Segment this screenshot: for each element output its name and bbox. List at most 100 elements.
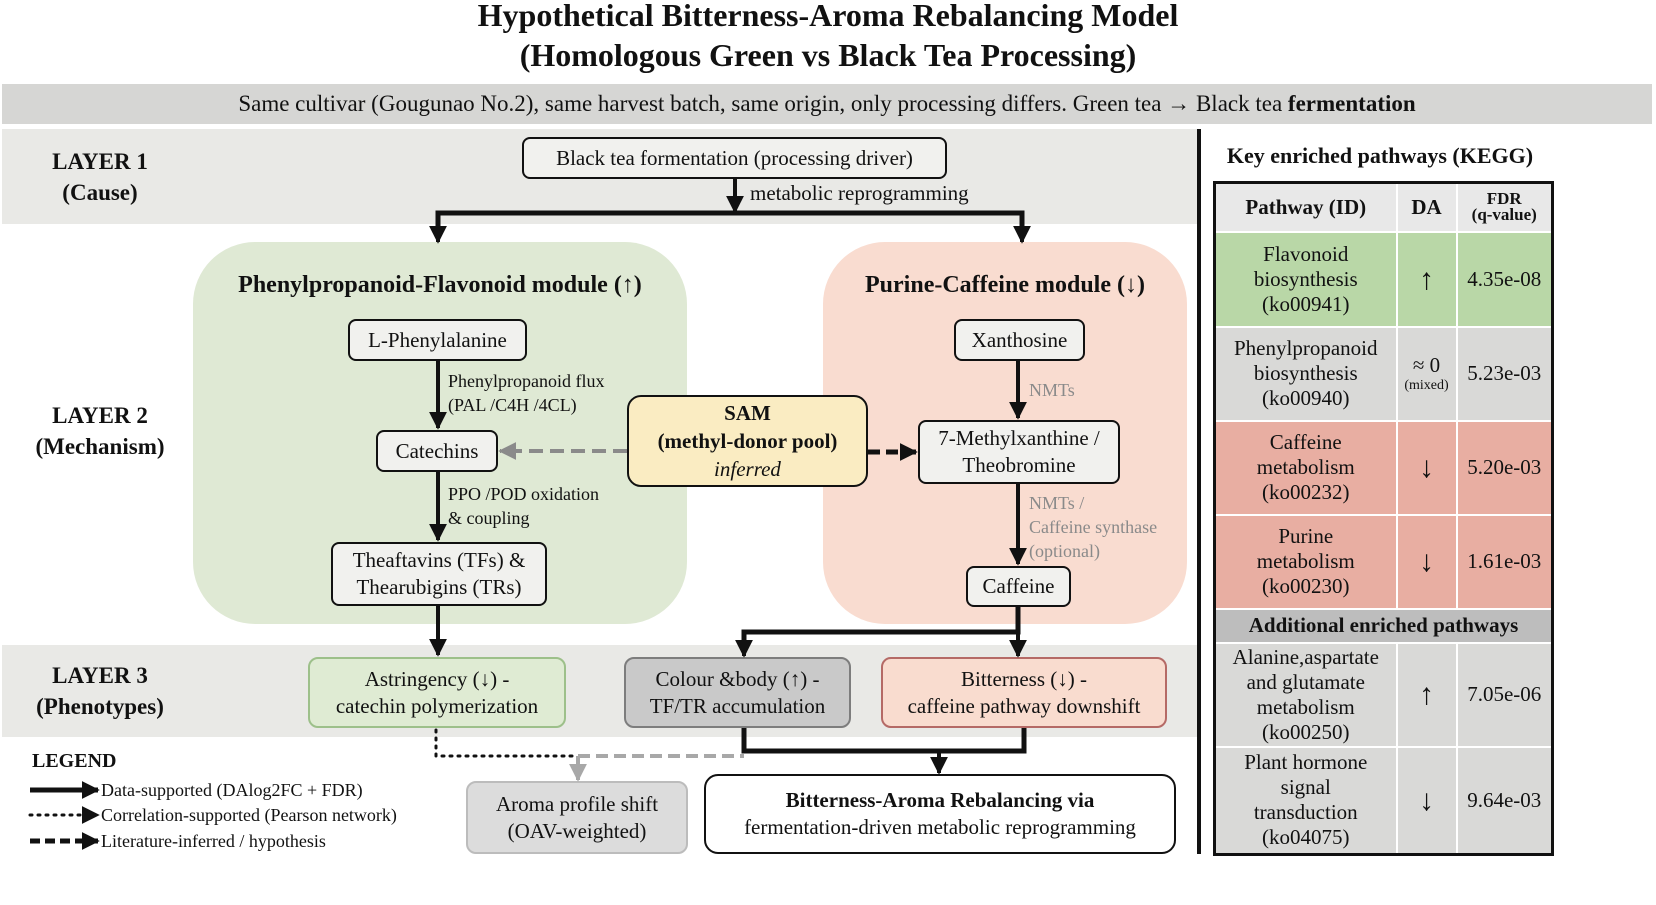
- fermentation-driver-node: Black tea formentation (processing drive…: [522, 137, 947, 179]
- catechins-label: Catechins: [395, 438, 479, 463]
- pathway-name-line: Flavonoid: [1263, 241, 1349, 266]
- caffeine-node: Caffeine: [966, 566, 1071, 607]
- l-phenylalanine-node: L-Phenylalanine: [348, 319, 527, 361]
- pathway-name-line: metabolism: [1256, 455, 1355, 479]
- catechins-node: Catechins: [376, 430, 498, 472]
- layer3-label: LAYER 3 (Phenotypes): [20, 660, 180, 722]
- up-arrow-icon: ↑: [1419, 262, 1434, 296]
- rebalancing-outcome-node: Bitterness-Aroma Rebalancing via ferment…: [704, 774, 1176, 854]
- aroma-line2: (OAV-weighted): [507, 818, 647, 843]
- legend-solid-label: Data-supported (DAlog2FC + FDR): [101, 780, 363, 800]
- astringency-phenotype: Astringency (↓) - catechin polymerizatio…: [308, 657, 566, 728]
- up-arrow-icon: ↑: [1419, 678, 1434, 711]
- fdr-value-cell: 7.05e-06: [1455, 641, 1554, 748]
- thearubigins-label: Thearubigins (TRs): [356, 575, 522, 599]
- down-arrow-icon: ↓: [1419, 545, 1434, 578]
- pathway-name-line: (ko00940): [1262, 386, 1350, 410]
- header-fdr: FDR (q-value): [1455, 181, 1554, 233]
- da-note: (mixed): [1404, 378, 1449, 393]
- bitterness-line1: Bitterness (↓) -: [961, 666, 1087, 691]
- edge-label-line: PPO /POD oxidation: [448, 484, 600, 504]
- edge-label-line: (optional): [1029, 541, 1100, 561]
- edge-label-line: (PAL /C4H /4CL): [448, 395, 577, 415]
- fdr-value-cell: 5.23e-03: [1455, 325, 1554, 422]
- pathway-name-line: (ko00941): [1262, 291, 1350, 316]
- subtitle-text: Same cultivar (Gougunao No.2), same harv…: [238, 91, 1288, 116]
- colour-body-phenotype: Colour &body (↑) - TF/TR accumulation: [624, 657, 851, 728]
- pathway-name-line: biosynthesis: [1253, 266, 1358, 291]
- fdr-value-cell: 4.35e-08: [1455, 230, 1554, 328]
- fermentation-driver-label: Black tea formentation (processing drive…: [556, 145, 913, 170]
- layer1-role: (Cause): [62, 180, 138, 205]
- pathway-name-line: Plant hormone: [1244, 750, 1368, 775]
- pathway-name-line: signal: [1280, 775, 1331, 800]
- xanthosine-label: Xanthosine: [971, 327, 1068, 352]
- rebalancing-subtitle: fermentation-driven metabolic reprogramm…: [744, 815, 1136, 839]
- theobromine-label: Theobromine: [962, 453, 1076, 477]
- astringency-line1: Astringency (↓) -: [364, 666, 510, 691]
- pathway-name-line: Caffeine: [1269, 430, 1342, 454]
- sam-node: SAM (methyl-donor pool) inferred: [627, 395, 868, 487]
- panel-divider: [1197, 129, 1201, 854]
- da-direction-cell: ↑: [1395, 230, 1458, 328]
- kegg-table-title: Key enriched pathways (KEGG): [1226, 143, 1534, 168]
- legend-dashed-label: Literature-inferred / hypothesis: [101, 831, 326, 851]
- pathway-name-line: (ko00232): [1262, 480, 1350, 504]
- edge-label-line: Caffeine synthase: [1029, 517, 1158, 537]
- down-arrow-icon: ↓: [1419, 451, 1434, 484]
- xanthosine-node: Xanthosine: [954, 319, 1085, 361]
- fdr-value-cell: 9.64e-03: [1455, 745, 1554, 856]
- layer2-name: LAYER 2: [52, 403, 148, 428]
- layer1-name: LAYER 1: [52, 149, 148, 174]
- header-fdr-sub: (q-value): [1471, 205, 1537, 225]
- legend-dotted-label: Correlation-supported (Pearson network): [101, 805, 397, 825]
- astringency-line2: catechin polymerization: [335, 693, 539, 718]
- phenylpropanoid-flux-label: Phenylpropanoid flux (PAL /C4H /4CL): [448, 369, 604, 417]
- subtitle-bold: fermentation: [1287, 91, 1416, 116]
- edge-label-line: & coupling: [448, 508, 530, 528]
- layer1-label: LAYER 1 (Cause): [20, 146, 180, 208]
- da-value: ≈ 0: [1412, 353, 1441, 377]
- layer2-role: (Mechanism): [35, 434, 165, 459]
- layer3-name: LAYER 3: [52, 663, 148, 688]
- edge-label-line: Phenylpropanoid flux: [448, 371, 605, 391]
- flavonoid-module-title: Phenylpropanoid-Flavonoid module (↑): [238, 272, 642, 298]
- da-direction-cell: ≈ 0(mixed): [1395, 325, 1458, 422]
- theaflavins-thearubigins-node: Theaftavins (TFs) & Thearubigins (TRs): [331, 542, 547, 606]
- header-fdr-label: FDR: [1486, 189, 1522, 209]
- additional-pathways-heading: Additional enriched pathways: [1213, 607, 1554, 644]
- methylxanthine-theobromine-node: 7-Methylxanthine / Theobromine: [918, 420, 1120, 484]
- diagram-title-line2: (Homologous Green vs Black Tea Processin…: [519, 37, 1137, 73]
- pathway-name-line: and glutamate: [1246, 669, 1365, 694]
- pathway-name-line: transduction: [1253, 800, 1358, 825]
- bitterness-phenotype: Bitterness (↓) - caffeine pathway downsh…: [881, 657, 1167, 728]
- sam-subtitle: (methyl-donor pool): [657, 429, 838, 453]
- da-direction-cell: ↑: [1395, 641, 1458, 748]
- pathway-name-line: (ko00230): [1262, 574, 1350, 598]
- pathway-name-line: biosynthesis: [1253, 361, 1358, 385]
- bitterness-line2: caffeine pathway downshift: [907, 693, 1141, 718]
- diagram-title-line1: Hypothetical Bitterness-Aroma Rebalancin…: [477, 0, 1179, 33]
- layer3-role: (Phenotypes): [36, 694, 164, 719]
- pathway-name-line: (ko00250): [1262, 719, 1350, 744]
- kegg-section-row: Additional enriched pathways: [1213, 607, 1554, 644]
- metabolic-reprogramming-label: metabolic reprogramming: [750, 181, 969, 205]
- da-direction-cell: ↓: [1395, 745, 1458, 856]
- da-direction-cell: ↓: [1395, 419, 1458, 516]
- sam-title: SAM: [724, 401, 771, 425]
- sam-inferred-label: inferred: [714, 457, 781, 481]
- caffeine-label: Caffeine: [982, 574, 1055, 598]
- pathway-name-line: metabolism: [1256, 549, 1355, 573]
- theaflavins-label: Theaftavins (TFs) &: [352, 548, 526, 572]
